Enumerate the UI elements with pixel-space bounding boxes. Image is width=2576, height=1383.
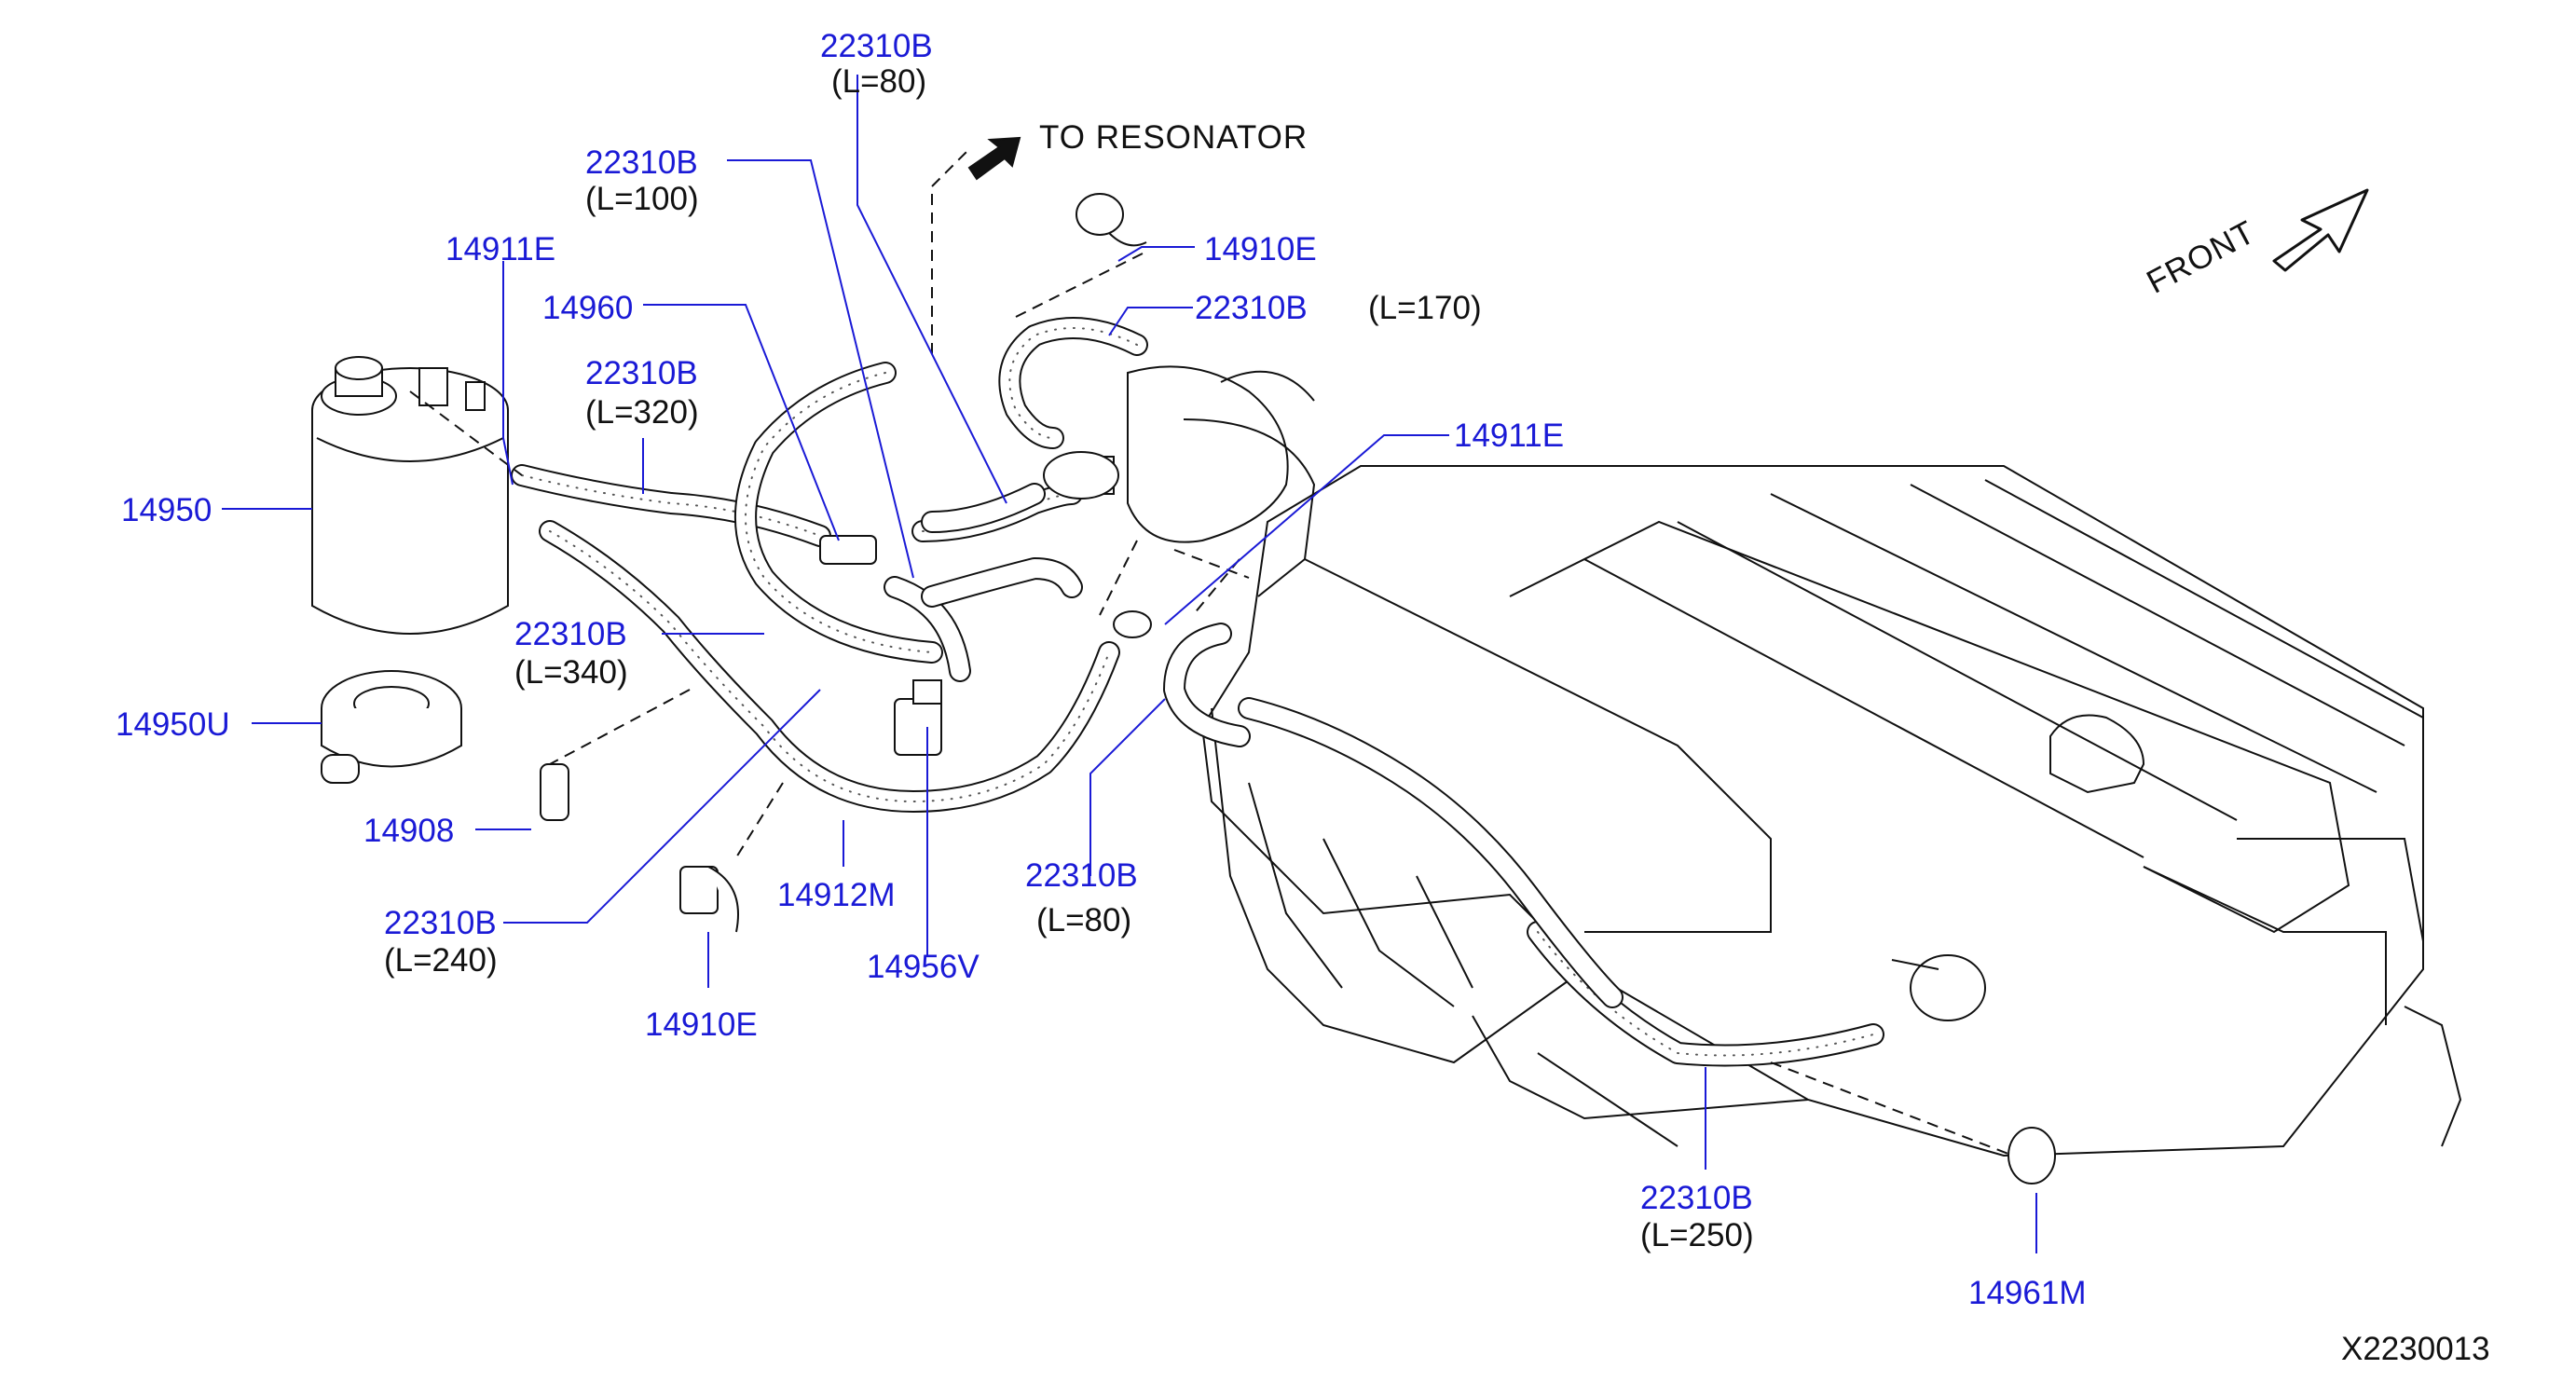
- length-240: (L=240): [384, 942, 498, 979]
- length-100: (L=100): [585, 181, 699, 217]
- length-170: (L=170): [1368, 290, 1482, 326]
- part-22310B-250[interactable]: 22310B: [1640, 1180, 1753, 1216]
- canister-filter: [321, 670, 462, 784]
- canister: [311, 356, 509, 635]
- part-14960[interactable]: 14960: [542, 290, 634, 326]
- part-14961M[interactable]: 14961M: [1968, 1275, 2087, 1311]
- diagram-id: X2230013: [2341, 1331, 2490, 1367]
- length-250: (L=250): [1640, 1217, 1754, 1253]
- part-22310B-240[interactable]: 22310B: [384, 905, 497, 941]
- part-14950[interactable]: 14950: [121, 492, 212, 528]
- part-14956V[interactable]: 14956V: [867, 949, 980, 985]
- length-320: (L=320): [585, 394, 699, 431]
- part-14908[interactable]: 14908: [363, 813, 455, 849]
- small-parts: [540, 193, 2056, 1184]
- front-arrow-icon: [2272, 188, 2369, 272]
- part-14910E-top[interactable]: 14910E: [1204, 231, 1317, 267]
- length-80-top: (L=80): [831, 63, 927, 100]
- part-14910E-bottom[interactable]: 14910E: [645, 1006, 758, 1043]
- length-340: (L=340): [514, 654, 628, 691]
- part-22310B-170[interactable]: 22310B: [1195, 290, 1308, 326]
- part-22310B-80b[interactable]: 22310B: [1025, 857, 1138, 894]
- part-14911E-right[interactable]: 14911E: [1454, 418, 1565, 454]
- to-resonator-arrow-icon: [967, 136, 1021, 181]
- part-22310B-100[interactable]: 22310B: [585, 144, 698, 181]
- part-14950U[interactable]: 14950U: [116, 706, 230, 743]
- part-14912M[interactable]: 14912M: [777, 877, 896, 913]
- part-14911E-left[interactable]: 14911E: [445, 231, 556, 267]
- length-80b: (L=80): [1036, 902, 1132, 938]
- hoses: [511, 317, 1884, 1067]
- engine-block: [1200, 465, 2462, 1157]
- dashed-lines: [409, 148, 2014, 1157]
- part-22310B-320[interactable]: 22310B: [585, 355, 698, 391]
- part-22310B-top[interactable]: 22310B: [820, 28, 933, 64]
- part-22310B-340[interactable]: 22310B: [514, 616, 627, 652]
- to-resonator-note: TO RESONATOR: [1039, 119, 1309, 156]
- leader-lines: [222, 75, 2037, 1253]
